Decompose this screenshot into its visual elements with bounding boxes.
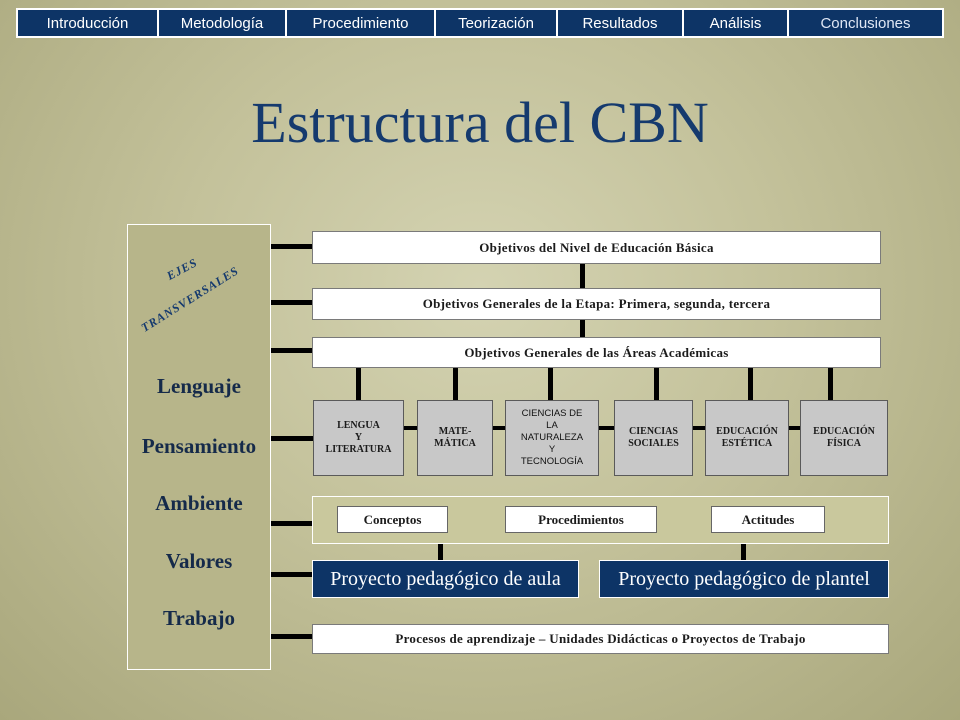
- connector: [493, 426, 505, 430]
- area-educacion-estetica: EDUCACIÓN ESTÉTICA: [705, 400, 789, 476]
- connector: [453, 368, 458, 400]
- procesos-aprendizaje-box: Procesos de aprendizaje – Unidades Didác…: [312, 624, 889, 654]
- area-educacion-fisica: EDUCACIÓN FÍSICA: [800, 400, 888, 476]
- eje-lenguaje: Lenguaje: [157, 374, 241, 398]
- connector: [356, 368, 361, 400]
- connector: [599, 426, 614, 430]
- eje-trabajo: Trabajo: [163, 606, 235, 630]
- connector: [271, 521, 313, 526]
- connector: [828, 368, 833, 400]
- ejes-transversales-panel: [127, 224, 271, 670]
- area-lengua-literatura: LENGUA Y LITERATURA: [313, 400, 404, 476]
- connector: [580, 264, 585, 288]
- connector: [438, 544, 443, 560]
- procedimientos-box: Procedimientos: [505, 506, 657, 533]
- proyecto-plantel-box: Proyecto pedagógico de plantel: [599, 560, 889, 598]
- connector: [271, 436, 313, 441]
- tab-metodologia[interactable]: Metodología: [159, 10, 287, 36]
- connector: [271, 572, 313, 577]
- eje-pensamiento: Pensamiento: [141, 434, 257, 458]
- connector: [580, 320, 585, 337]
- connector: [271, 300, 313, 305]
- area-ciencias-naturaleza: CIENCIAS DE LA NATURALEZA Y TECNOLOGÍA: [505, 400, 599, 476]
- tab-conclusiones[interactable]: Conclusiones: [789, 10, 942, 36]
- connector: [548, 368, 553, 400]
- conceptos-box: Conceptos: [337, 506, 448, 533]
- area-ciencias-sociales: CIENCIAS SOCIALES: [614, 400, 693, 476]
- connector: [693, 426, 705, 430]
- page-title: Estructura del CBN: [251, 90, 709, 155]
- tab-teorizacion[interactable]: Teorización: [436, 10, 558, 36]
- section-nav: Introducción Metodología Procedimiento T…: [16, 8, 944, 38]
- tab-resultados[interactable]: Resultados: [558, 10, 684, 36]
- actitudes-box: Actitudes: [711, 506, 825, 533]
- eje-ambiente: Ambiente: [155, 491, 243, 515]
- tab-introduccion[interactable]: Introducción: [18, 10, 159, 36]
- eje-valores: Valores: [165, 549, 233, 573]
- connector: [748, 368, 753, 400]
- proyecto-aula-box: Proyecto pedagógico de aula: [312, 560, 579, 598]
- connector: [654, 368, 659, 400]
- objetivos-areas-box: Objetivos Generales de las Áreas Académi…: [312, 337, 881, 368]
- connector: [404, 426, 417, 430]
- connector: [789, 426, 800, 430]
- objetivos-etapa-box: Objetivos Generales de la Etapa: Primera…: [312, 288, 881, 320]
- connector: [271, 634, 313, 639]
- connector: [271, 244, 313, 249]
- objetivos-nivel-box: Objetivos del Nivel de Educación Básica: [312, 231, 881, 264]
- area-matematica: MATE- MÁTICA: [417, 400, 493, 476]
- tab-analisis[interactable]: Análisis: [684, 10, 789, 36]
- tab-procedimiento[interactable]: Procedimiento: [287, 10, 436, 36]
- connector: [741, 544, 746, 560]
- connector: [271, 348, 313, 353]
